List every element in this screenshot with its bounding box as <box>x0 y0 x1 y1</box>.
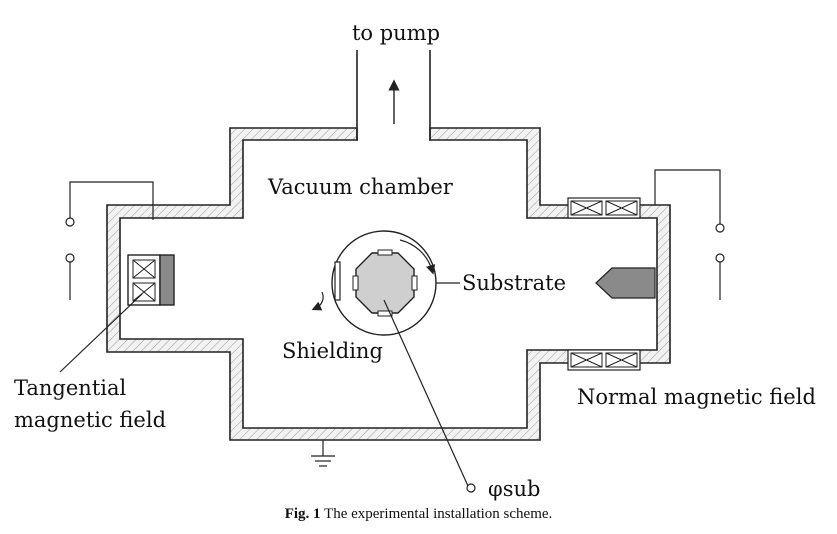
tangential-label-line2: magnetic field <box>14 408 166 432</box>
substrate-assembly <box>311 230 460 336</box>
substrate-holder <box>355 252 415 314</box>
caption-text: The experimental installation scheme. <box>320 506 553 522</box>
pump-outlet <box>356 50 431 142</box>
normal-coil-bottom <box>567 349 641 371</box>
figure-number: Fig. 1 <box>284 506 321 522</box>
vacuum-chamber-label: Vacuum chamber <box>267 175 454 199</box>
rotation-arrow-shield <box>311 291 324 311</box>
rotation-arrow-substrate <box>399 239 436 275</box>
left-wiring <box>65 181 154 300</box>
shielding-label: Shielding <box>282 339 383 363</box>
to-pump-label: to pump <box>352 21 440 45</box>
tangential-label-line1: Tangential <box>14 376 126 400</box>
ground-icon <box>311 440 335 467</box>
phi-sub-terminal <box>466 483 476 493</box>
phi-sub-leader <box>383 299 469 487</box>
figure-caption: Fig. 1 The experimental installation sch… <box>0 506 837 523</box>
tangential-magnet <box>127 254 175 306</box>
normal-field-label: Normal magnetic field <box>577 385 816 409</box>
right-terminal-bottom <box>715 253 725 263</box>
left-terminal-top <box>65 217 75 227</box>
normal-coil-top <box>567 197 641 219</box>
shield-plate <box>334 261 341 301</box>
source-arrow <box>595 267 656 299</box>
tangential-leader <box>59 293 143 373</box>
substrate-label: Substrate <box>462 271 566 295</box>
right-terminal-top <box>715 223 725 233</box>
left-terminal-bottom <box>65 253 75 263</box>
phi-sub-label: φsub <box>488 477 540 501</box>
right-wiring <box>654 169 725 300</box>
